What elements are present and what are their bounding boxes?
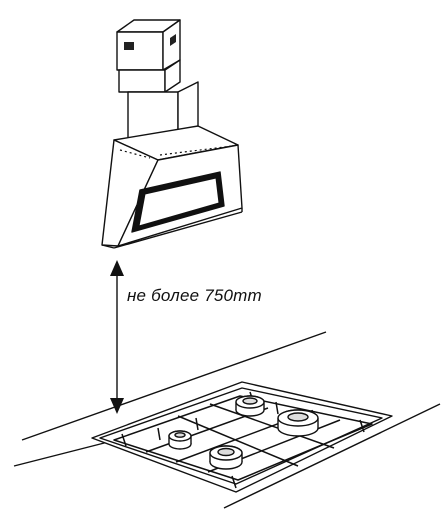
hood-canopy (101, 125, 243, 249)
burner-rear-left (235, 395, 265, 417)
countertop (13, 331, 441, 509)
dimension-label: не более 750mm (127, 286, 262, 305)
vent-slot-icon (170, 34, 176, 46)
height-dimension (110, 260, 124, 414)
range-hood (101, 19, 243, 249)
burner-front-right (209, 445, 243, 470)
hood-chimney-upper (116, 19, 181, 71)
burner-front-left (168, 430, 192, 450)
burner-rear-right (277, 409, 319, 437)
vent-slot-icon (124, 42, 134, 50)
arrow-up-icon (110, 260, 124, 276)
gas-hob (91, 381, 393, 493)
